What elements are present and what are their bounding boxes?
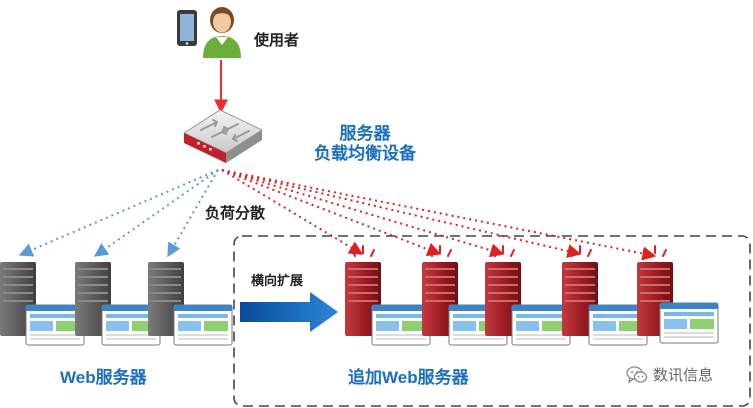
browser-window-icon [371, 304, 431, 346]
browser-window-icon [101, 304, 161, 346]
dist-lines-red [221, 169, 657, 261]
load-balancer-label: 服务器 负载均衡设备 [300, 124, 430, 163]
distribution-label: 负荷分散 [205, 205, 266, 222]
browser-window-icon [659, 302, 719, 344]
dist-line [221, 169, 657, 261]
added-servers-frame [233, 235, 751, 407]
wechat-icon [626, 365, 648, 383]
user-with-phone-icon [177, 7, 241, 58]
load-balancer-label-line1: 服务器 [339, 124, 391, 143]
dist-lines-blue [18, 169, 219, 258]
dist-line [221, 169, 582, 258]
dist-line [167, 169, 219, 258]
dist-line [18, 169, 219, 257]
added-server-group [345, 245, 719, 346]
browser-window-icon [173, 304, 233, 346]
load-balancer-label-line2: 负载均衡设备 [314, 143, 416, 163]
added-web-servers-label: 追加Web服务器 [348, 368, 469, 387]
browser-window-icon [588, 304, 648, 346]
scale-out-arrow-icon [240, 292, 338, 332]
browser-window-icon [25, 304, 85, 346]
web-servers-label: Web服务器 [60, 368, 147, 387]
web-server-group [0, 262, 233, 346]
user-label: 使用者 [254, 32, 300, 49]
dist-line [93, 169, 219, 257]
dist-line [221, 169, 505, 258]
watermark: 数讯信息 [626, 364, 713, 385]
watermark-text: 数讯信息 [653, 367, 714, 384]
browser-window-icon [511, 304, 571, 346]
network-switch-icon [182, 109, 264, 163]
scale-out-label: 横向扩展 [251, 273, 304, 288]
